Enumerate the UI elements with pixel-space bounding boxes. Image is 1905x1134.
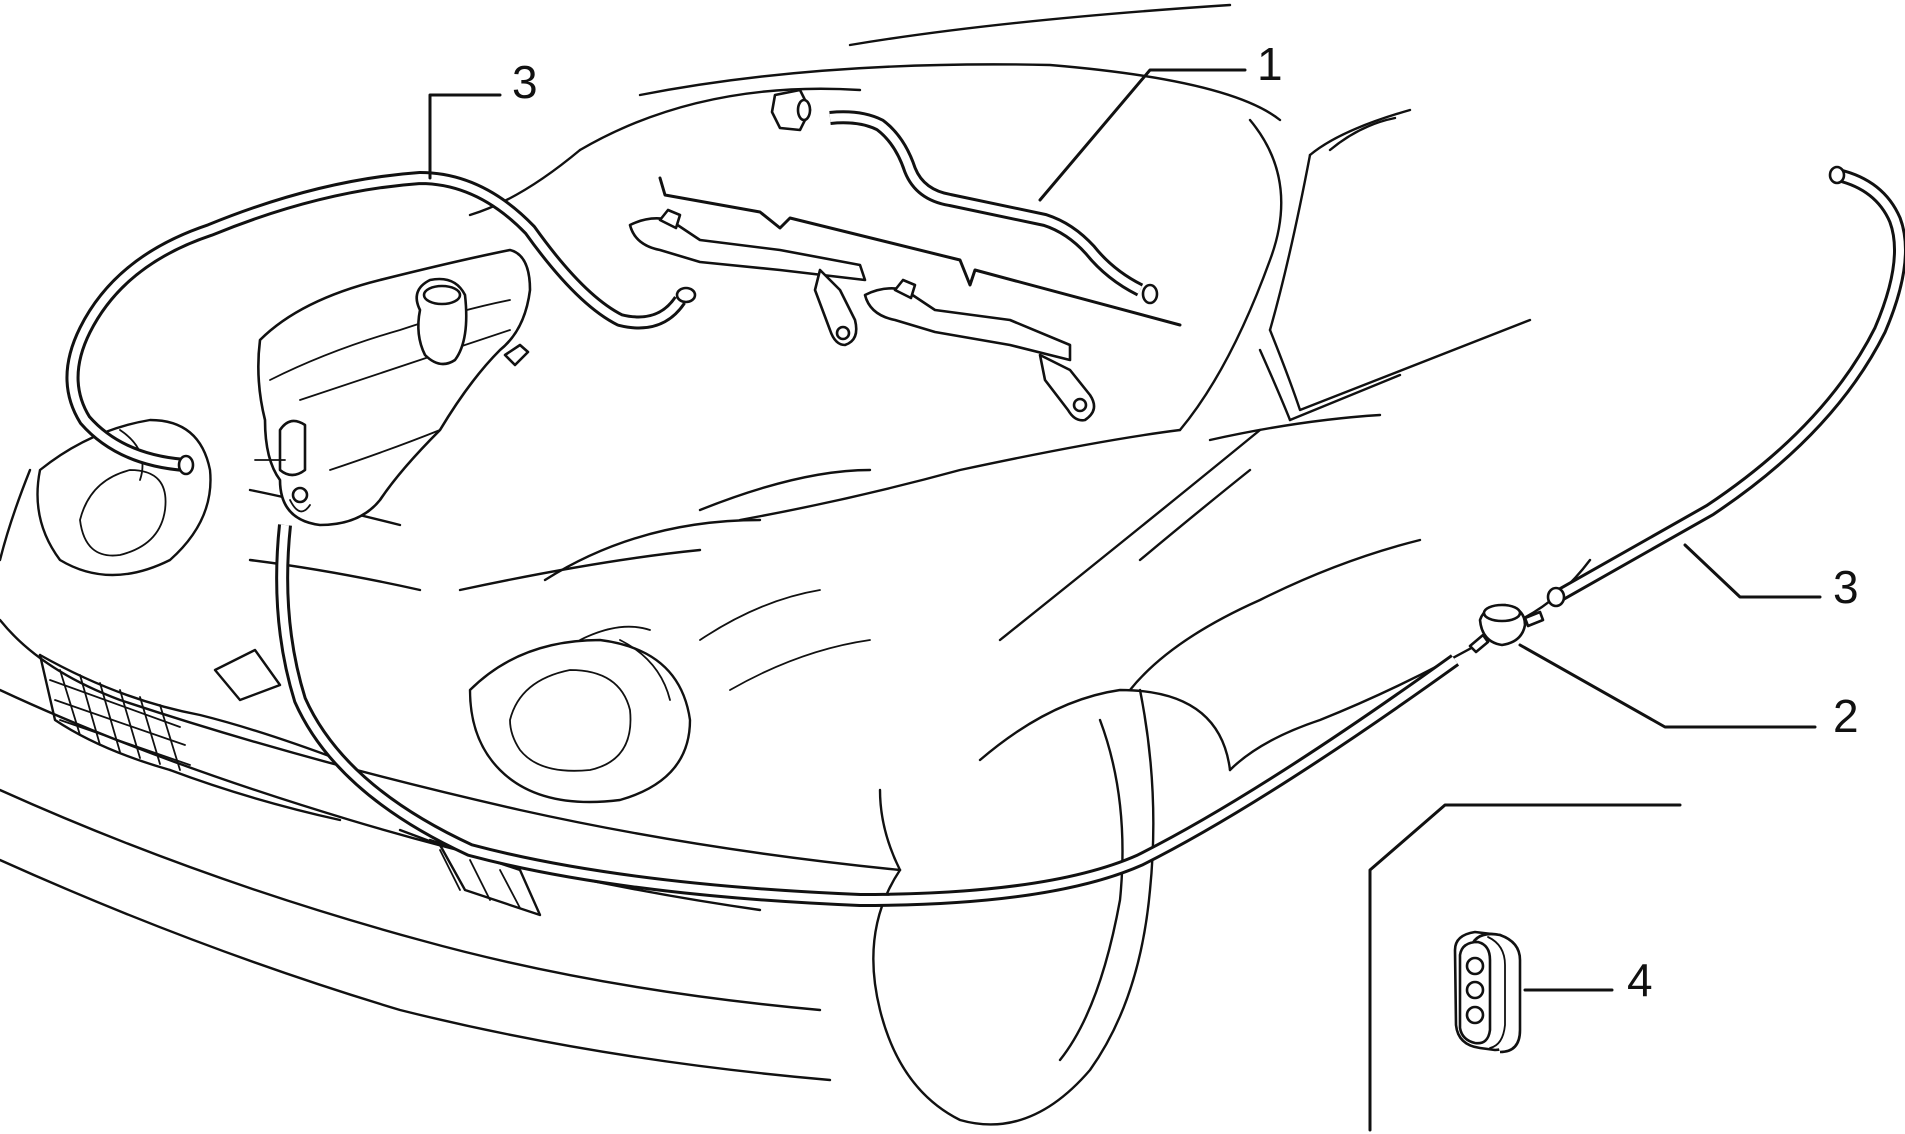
callout-2: 2: [1833, 690, 1859, 742]
hose-part-3-left: [65, 171, 697, 476]
callout-1: 1: [1257, 38, 1283, 90]
washer-reservoir: [254, 248, 532, 527]
grille-slats: [49, 669, 191, 771]
callout-3-right: 3: [1833, 561, 1859, 613]
check-valve-part-2: [1468, 603, 1545, 654]
wiper-arm-right: [863, 278, 1096, 422]
wiper-group-bracket: [658, 176, 1182, 327]
callout-3-left: 3: [512, 56, 538, 108]
hose-part-3-under-body: [275, 524, 1460, 907]
callout-4: 4: [1627, 954, 1653, 1006]
detail-inset-frame: [1368, 803, 1682, 1132]
leader-3-left: [428, 93, 502, 180]
hose-part-1: [770, 88, 1159, 305]
grommet-part-4: [1453, 930, 1522, 1054]
leader-1: [1038, 68, 1247, 202]
wiper-arm-left: [628, 208, 867, 347]
leader-2: [1518, 643, 1817, 729]
callout-labels: 1 3 3 2 4: [512, 38, 1859, 1006]
car-body-outline: [0, 3, 1592, 1126]
leader-3-right: [1683, 543, 1822, 599]
leader-lines: [428, 68, 1822, 992]
hose-part-3-right: [1546, 165, 1905, 608]
